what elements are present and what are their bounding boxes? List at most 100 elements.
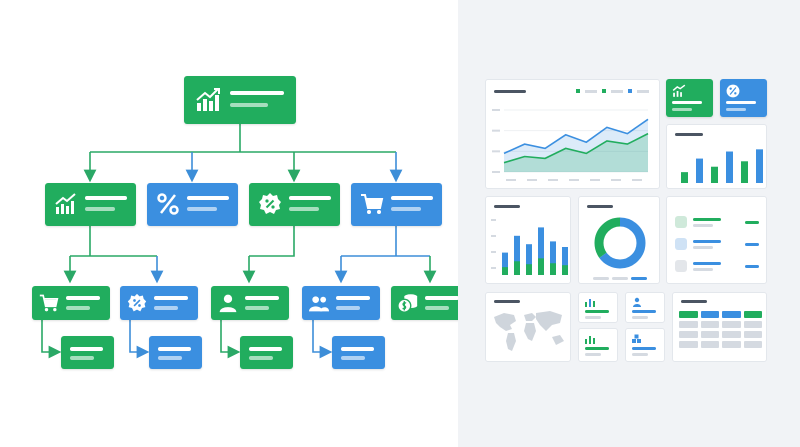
trending-up-icon [672,84,686,97]
bar [741,161,748,183]
series-area-1 [504,119,648,172]
donut-legend-line-3 [631,277,647,280]
map-title-bar [494,300,520,303]
l3-4-title-bar [336,296,370,300]
arrow-to-l4-2 [129,320,150,359]
legend-line [611,89,623,93]
table-header-cell [679,311,698,318]
kpi-tile-1 [666,79,713,117]
x-tick-label [506,179,516,181]
kpi-2-bar-2 [726,108,746,111]
legend-row-3 [675,260,760,272]
series-line-1 [503,118,649,155]
table-cell [722,321,741,328]
world-map-card [485,292,571,362]
table-cell [679,341,698,348]
l4-2-subtitle-bar [158,356,182,360]
root-subtitle-bar [230,103,268,107]
area-chart-legend [576,89,649,93]
legend-row-1 [675,216,760,228]
area-chart-title-bar [494,90,526,93]
l3-3-subtitle-bar [245,306,269,310]
arrow-to-l4-1 [41,320,62,359]
discount-badge-icon [259,193,281,214]
table-cell [743,341,762,348]
root-node [184,76,296,124]
cubes-icon [632,334,641,343]
dashboard-panel [458,0,800,447]
table-title-bar [681,300,707,303]
l2-node-1 [45,183,136,226]
l2-2-title-bar [187,196,229,200]
legend-swatch [576,89,580,93]
l3-1-subtitle-bar [66,306,90,310]
table-grid [679,311,762,348]
flowchart-connectors [41,124,437,359]
l4-node-2 [149,336,202,369]
legend-swatch-3 [675,260,687,272]
l4-node-4 [332,336,385,369]
x-tick-label [569,179,579,181]
l2-node-2 [147,183,238,226]
mini-widget-3 [578,328,618,362]
donut-card [578,196,660,284]
bar [514,235,520,275]
bar [526,244,532,275]
person-icon [633,297,641,307]
l3-5-title-bar [425,296,459,300]
l4-4-title-bar [341,347,374,351]
l3-node-4 [302,286,380,320]
l2-node-4 [351,183,442,226]
l3-2-title-bar [154,296,188,300]
y-tick-label [491,267,496,269]
bar [562,247,568,275]
l4-1-title-bar [70,347,103,351]
area-chart-card [485,79,660,189]
y-tick-label [491,219,496,221]
donut-segment-2 [594,217,646,269]
mini-widget-4 [625,328,665,362]
table-header-cell [700,311,719,318]
y-tick-label [492,171,500,173]
mini-widget-4-line [632,347,656,350]
shopping-cart-icon [361,194,384,214]
table-cell [679,331,698,338]
mini-widget-1 [578,292,618,323]
l4-2-title-bar [158,347,191,351]
bar-base [538,258,544,275]
y-tick-label [492,150,500,153]
area-chart [492,109,649,181]
bar [550,241,556,275]
l3-node-3 [211,286,289,320]
bar-chart-icon [585,299,595,307]
l4-node-1 [61,336,114,369]
table-header-cell [722,311,741,318]
users-icon [309,296,329,312]
legend-swatch-1 [675,216,687,228]
l2-3-subtitle-bar [289,207,319,211]
bar-base [526,264,532,275]
legend-swatch [602,89,606,93]
legend-swatch [628,89,632,93]
legend-value-2 [745,243,759,246]
tall-bar-chart-card [485,196,571,284]
l2-1-title-bar [85,196,127,200]
legend-value-3 [745,265,759,268]
percent-icon [726,84,740,98]
l2-node-3 [249,183,340,226]
bar-base [514,261,520,275]
mini-widget-3-subline [585,353,601,356]
bar-chart-card [666,124,767,189]
table-cell [700,331,719,338]
table-cell [700,321,719,328]
trending-up-chart-icon [196,88,220,111]
legend-line-1 [693,218,721,221]
l3-2-subtitle-bar [154,306,178,310]
mini-widget-2-line [632,310,656,313]
legend-subline-3 [693,268,713,271]
x-tick-label [548,179,558,181]
world-map-icon [494,311,564,351]
table-cell [722,341,741,348]
table-cell [743,331,762,338]
table-card [672,292,767,362]
